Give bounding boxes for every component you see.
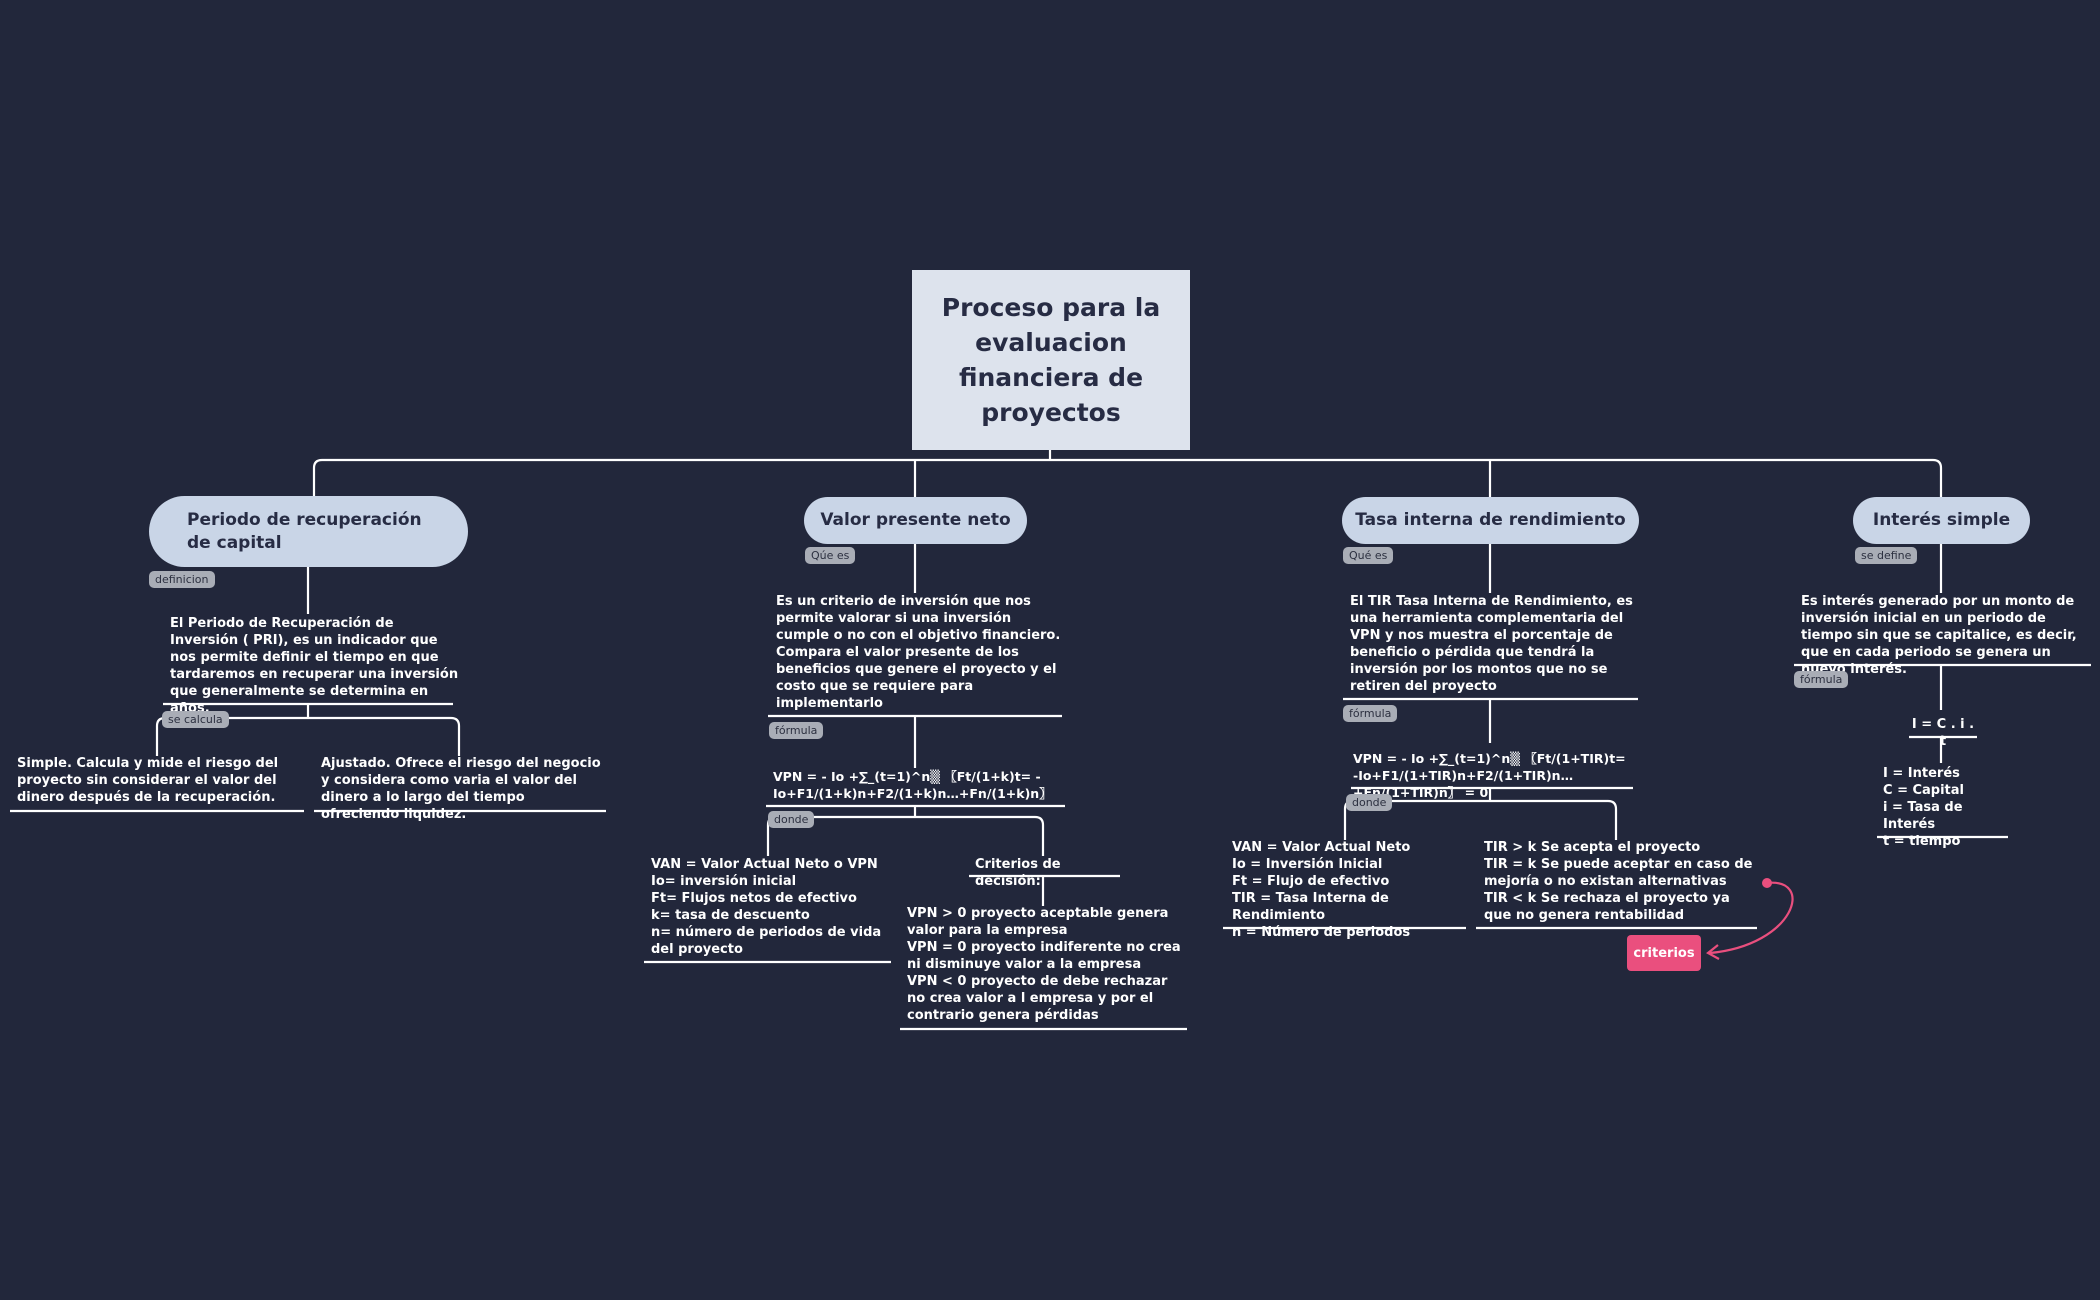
root-title: Proceso para la evaluacion financiera de… [941, 293, 1161, 427]
branch-tasa-interna-rendimiento[interactable]: Tasa interna de rendimiento [1342, 497, 1639, 544]
tag-formula: fórmula [769, 722, 824, 739]
interes-formula[interactable]: I = C . i . t [1911, 717, 1975, 749]
vpn-definition[interactable]: Es un criterio de inversión que nos perm… [776, 594, 1061, 711]
branch-title: Tasa interna de rendimiento [1355, 510, 1626, 530]
tir-rules[interactable]: TIR > k Se acepta el proyecto TIR = k Se… [1484, 840, 1753, 923]
root-topic[interactable]: Proceso para la evaluacion financiera de… [912, 270, 1190, 450]
branch-periodo-recuperacion[interactable]: Periodo de recuperación de capital [149, 496, 468, 567]
tir-variables[interactable]: VAN = Valor Actual Neto Io = Inversión I… [1232, 840, 1411, 940]
tag-se-calcula: se calcula [162, 711, 229, 728]
tag-que-es: Qúe es [805, 547, 856, 564]
pri-definition[interactable]: El Periodo de Recuperación de Inversión … [170, 616, 459, 716]
tag-que-es: Qué es [1343, 547, 1394, 564]
tag-formula: fórmula [1794, 671, 1849, 688]
vpn-criteria-title[interactable]: Criterios de decisión: [975, 857, 1061, 889]
branch-title: Periodo de recuperación de capital [187, 509, 422, 553]
tag-donde: donde [768, 811, 815, 828]
branch-title: Valor presente neto [820, 510, 1011, 530]
tag-se-define: se define [1855, 547, 1918, 564]
tir-formula[interactable]: VPN = - Io +∑_(t=1)^n▒ 〖Ft/(1+TIR)t= -Io… [1353, 751, 1626, 800]
tag-definicion: definicion [149, 571, 215, 588]
interes-variables[interactable]: I = Interés C = Capital i = Tasa de Inte… [1883, 766, 1965, 849]
pri-simple[interactable]: Simple. Calcula y mide el riesgo del pro… [17, 756, 279, 805]
tag-donde: donde [1346, 794, 1393, 811]
tir-definition[interactable]: El TIR Tasa Interna de Rendimiento, es u… [1350, 594, 1633, 694]
tag-formula: fórmula [1343, 705, 1398, 722]
pri-ajustado[interactable]: Ajustado. Ofrece el riesgo del negocio y… [321, 756, 601, 822]
branch-title: Interés simple [1872, 510, 2011, 530]
vpn-criteria[interactable]: VPN > 0 proyecto aceptable genera valor … [907, 906, 1181, 1023]
criterios-pill[interactable]: criterios [1627, 935, 1701, 971]
interes-definition[interactable]: Es interés generado por un monto de inve… [1801, 594, 2077, 677]
branch-valor-presente-neto[interactable]: Valor presente neto [804, 497, 1027, 544]
vpn-formula[interactable]: VPN = - Io +∑_(t=1)^n▒ 〖Ft/(1+k)t= -Io+F… [773, 769, 1052, 801]
criterios-arrow [1706, 878, 1794, 960]
branch-interes-simple[interactable]: Interés simple [1853, 497, 2030, 544]
vpn-variables[interactable]: VAN = Valor Actual Neto o VPN Io= invers… [651, 857, 882, 957]
